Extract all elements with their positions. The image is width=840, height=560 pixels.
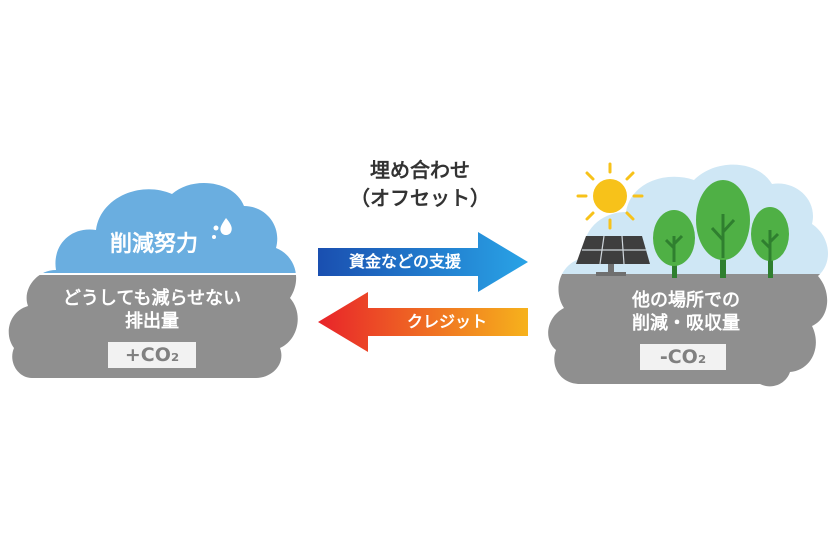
right-cloud-bottom-label-line1: 他の場所での [632, 290, 740, 311]
solar-panel-icon [576, 235, 650, 276]
support-arrow-label: 資金などの支援 [348, 252, 461, 271]
sweat-drop-icon [212, 218, 232, 239]
credit-arrow-label: クレジット [406, 312, 487, 331]
left-cloud-bottom-label-line2: 排出量 [125, 311, 179, 332]
left-cloud-top-label: 削減努力 [109, 232, 198, 257]
left-cloud-co2-tag: +CO₂ [108, 342, 196, 368]
center-title-line1: 埋め合わせ [370, 158, 470, 182]
left-cloud-bottom-label-line1: どうしても減らせない [62, 288, 242, 309]
right-cloud-bottom-label-line2: 削減・吸収量 [632, 313, 740, 334]
trees-icon [653, 180, 789, 278]
sun-icon [576, 162, 644, 230]
right-cloud-co2-tag: -CO₂ [640, 344, 726, 370]
support-arrow-right [318, 232, 528, 292]
credit-arrow-left [318, 292, 528, 352]
center-title-line2: （オフセット） [350, 186, 490, 210]
